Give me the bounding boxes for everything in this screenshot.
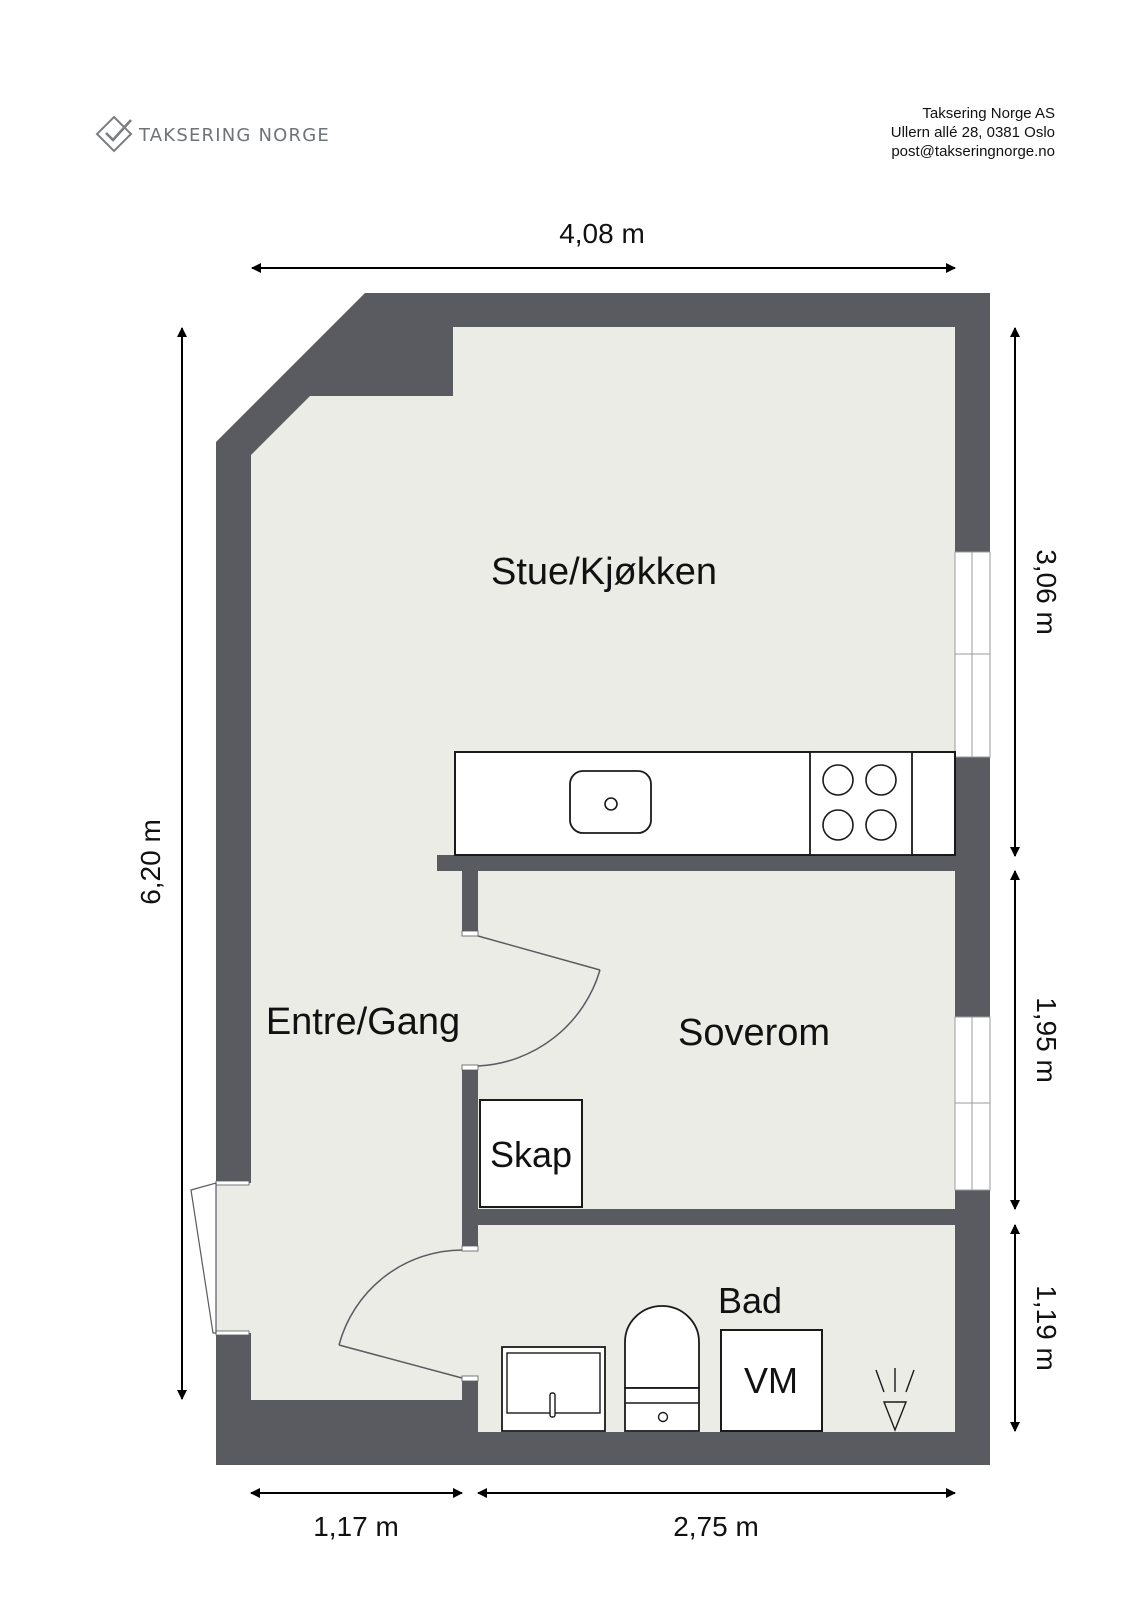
wall-hall-bath-lower bbox=[462, 1378, 478, 1432]
toilet-icon bbox=[624, 1305, 700, 1432]
dimension-living-height: 3,06 m bbox=[1010, 327, 1062, 857]
shower-drain-icon bbox=[875, 1368, 915, 1432]
dimension-label-total-width: 4,08 m bbox=[559, 218, 645, 249]
dimension-label-total-height: 6,20 m bbox=[135, 819, 166, 905]
room-label-living-kitchen: Stue/Kjøkken bbox=[491, 551, 717, 593]
entrance-door bbox=[190, 1180, 251, 1336]
company-address: Ullern allé 28, 0381 Oslo bbox=[890, 124, 1055, 141]
room-label-hallway: Entre/Gang bbox=[266, 1001, 460, 1043]
company-name: Taksering Norge AS bbox=[922, 105, 1055, 122]
dimension-bottom-right-width: 2,75 m bbox=[477, 1488, 956, 1542]
dimension-label-bottom-left-width: 1,17 m bbox=[313, 1511, 399, 1542]
dimension-label-bottom-right-width: 2,75 m bbox=[673, 1511, 759, 1542]
dimension-label-bedroom-height: 1,95 m bbox=[1031, 997, 1062, 1083]
company-logo: TAKSERING NORGE bbox=[95, 115, 330, 153]
dimension-total-height: 6,20 m bbox=[135, 327, 187, 1400]
dimension-total-width: 4,08 m bbox=[251, 218, 956, 273]
dimension-bedroom-height: 1,95 m bbox=[1010, 870, 1062, 1210]
closet: Skap bbox=[479, 1099, 583, 1208]
bedroom-door bbox=[461, 930, 601, 1071]
wall-kitchen-bedroom bbox=[437, 855, 955, 871]
sink-icon bbox=[569, 770, 652, 834]
washing-machine: VM bbox=[720, 1329, 823, 1432]
company-info: Taksering Norge AS Ullern allé 28, 0381 … bbox=[891, 104, 1055, 161]
window-living bbox=[954, 551, 991, 758]
bathroom-sink-icon bbox=[501, 1346, 606, 1432]
wall-hall-bedroom-upper bbox=[462, 871, 478, 935]
closet-label: Skap bbox=[490, 1134, 572, 1175]
logo-check-icon bbox=[95, 115, 133, 153]
washing-machine-label: VM bbox=[744, 1360, 798, 1401]
floor-area bbox=[251, 327, 955, 1432]
room-label-bathroom: Bad bbox=[718, 1280, 782, 1321]
dimension-label-living-height: 3,06 m bbox=[1031, 549, 1062, 635]
wall-bedroom-bath bbox=[478, 1209, 955, 1225]
dimension-label-bath-height: 1,19 m bbox=[1031, 1285, 1062, 1371]
bathroom-door bbox=[338, 1245, 479, 1382]
window-bedroom bbox=[954, 1016, 991, 1191]
kitchen-counter bbox=[454, 751, 956, 856]
dimension-bath-height: 1,19 m bbox=[1010, 1224, 1062, 1432]
company-email: post@takseringnorge.no bbox=[891, 143, 1055, 160]
wall-hall-bedroom-lower bbox=[462, 1066, 478, 1249]
stove-icon bbox=[809, 751, 913, 856]
logo-text: TAKSERING NORGE bbox=[138, 125, 330, 146]
dimension-bottom-left-width: 1,17 m bbox=[250, 1488, 463, 1542]
room-label-bedroom: Soverom bbox=[678, 1012, 830, 1054]
